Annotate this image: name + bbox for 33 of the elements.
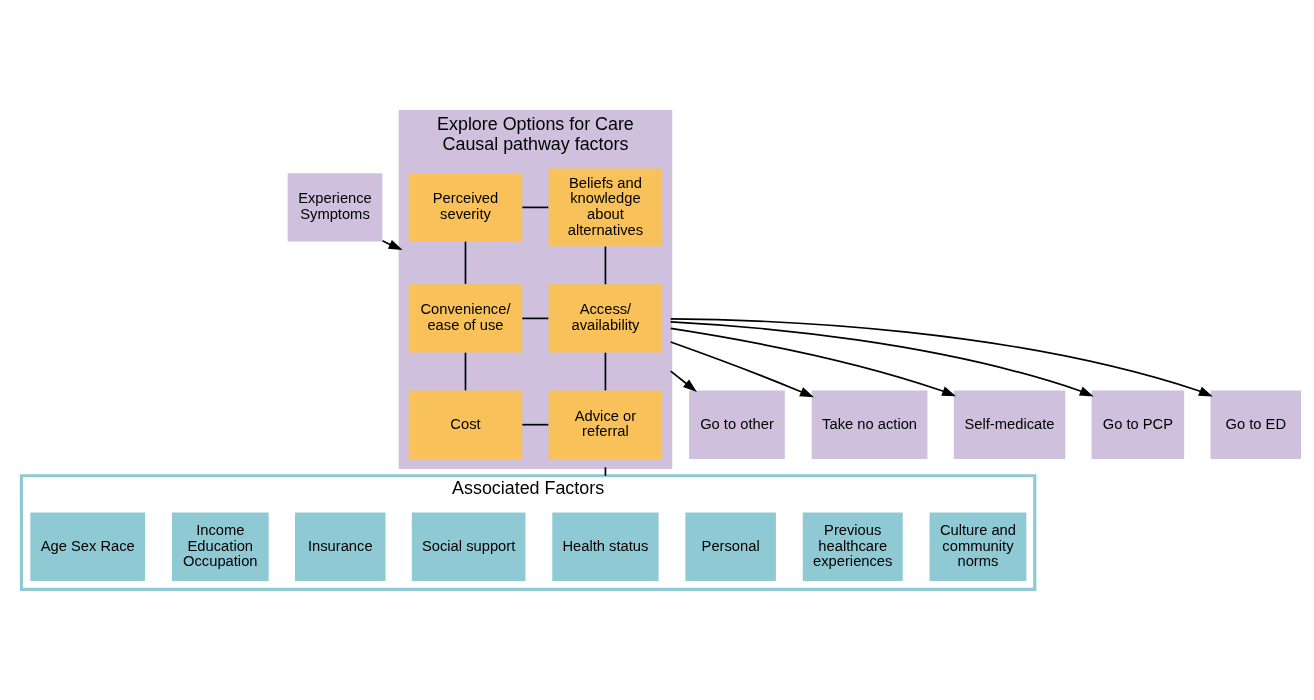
node-box: Previous healthcare experiences bbox=[802, 512, 903, 581]
node-box: Income Education Occupation bbox=[171, 512, 269, 581]
arrow bbox=[381, 239, 403, 250]
node-box: Health status bbox=[552, 512, 659, 581]
arrow bbox=[669, 320, 1094, 396]
node-box: Perceived severity bbox=[408, 172, 523, 242]
node-box: Convenience/ ease of use bbox=[408, 283, 523, 353]
connector bbox=[464, 351, 467, 391]
node-box: Self-medicate bbox=[953, 390, 1066, 459]
node-box: Go to other bbox=[689, 390, 785, 459]
arrow bbox=[669, 369, 697, 392]
node-box: Take no action bbox=[811, 390, 928, 459]
node-box: Insurance bbox=[295, 512, 386, 581]
arrow bbox=[669, 327, 956, 396]
connector bbox=[604, 245, 607, 285]
arrow bbox=[669, 340, 814, 397]
node-box: Experience Symptoms bbox=[287, 172, 383, 242]
connector bbox=[604, 351, 607, 391]
arrow bbox=[669, 317, 1213, 396]
node-box: Go to PCP bbox=[1091, 390, 1185, 459]
node-box: Access/ availability bbox=[548, 283, 663, 353]
node-box: Personal bbox=[685, 512, 776, 581]
node-box: Social support bbox=[411, 512, 526, 581]
connector bbox=[521, 317, 550, 319]
node-box: Culture and community norms bbox=[929, 512, 1027, 581]
node-box: Cost bbox=[408, 390, 523, 459]
node-box: Beliefs and knowledge about alternatives bbox=[548, 167, 663, 246]
connector bbox=[521, 206, 550, 208]
connector bbox=[521, 423, 550, 426]
node-box: Advice or referral bbox=[548, 390, 663, 459]
node-box: Go to ED bbox=[1210, 390, 1301, 459]
node-box: Age Sex Race bbox=[30, 512, 146, 581]
connector bbox=[464, 240, 467, 285]
